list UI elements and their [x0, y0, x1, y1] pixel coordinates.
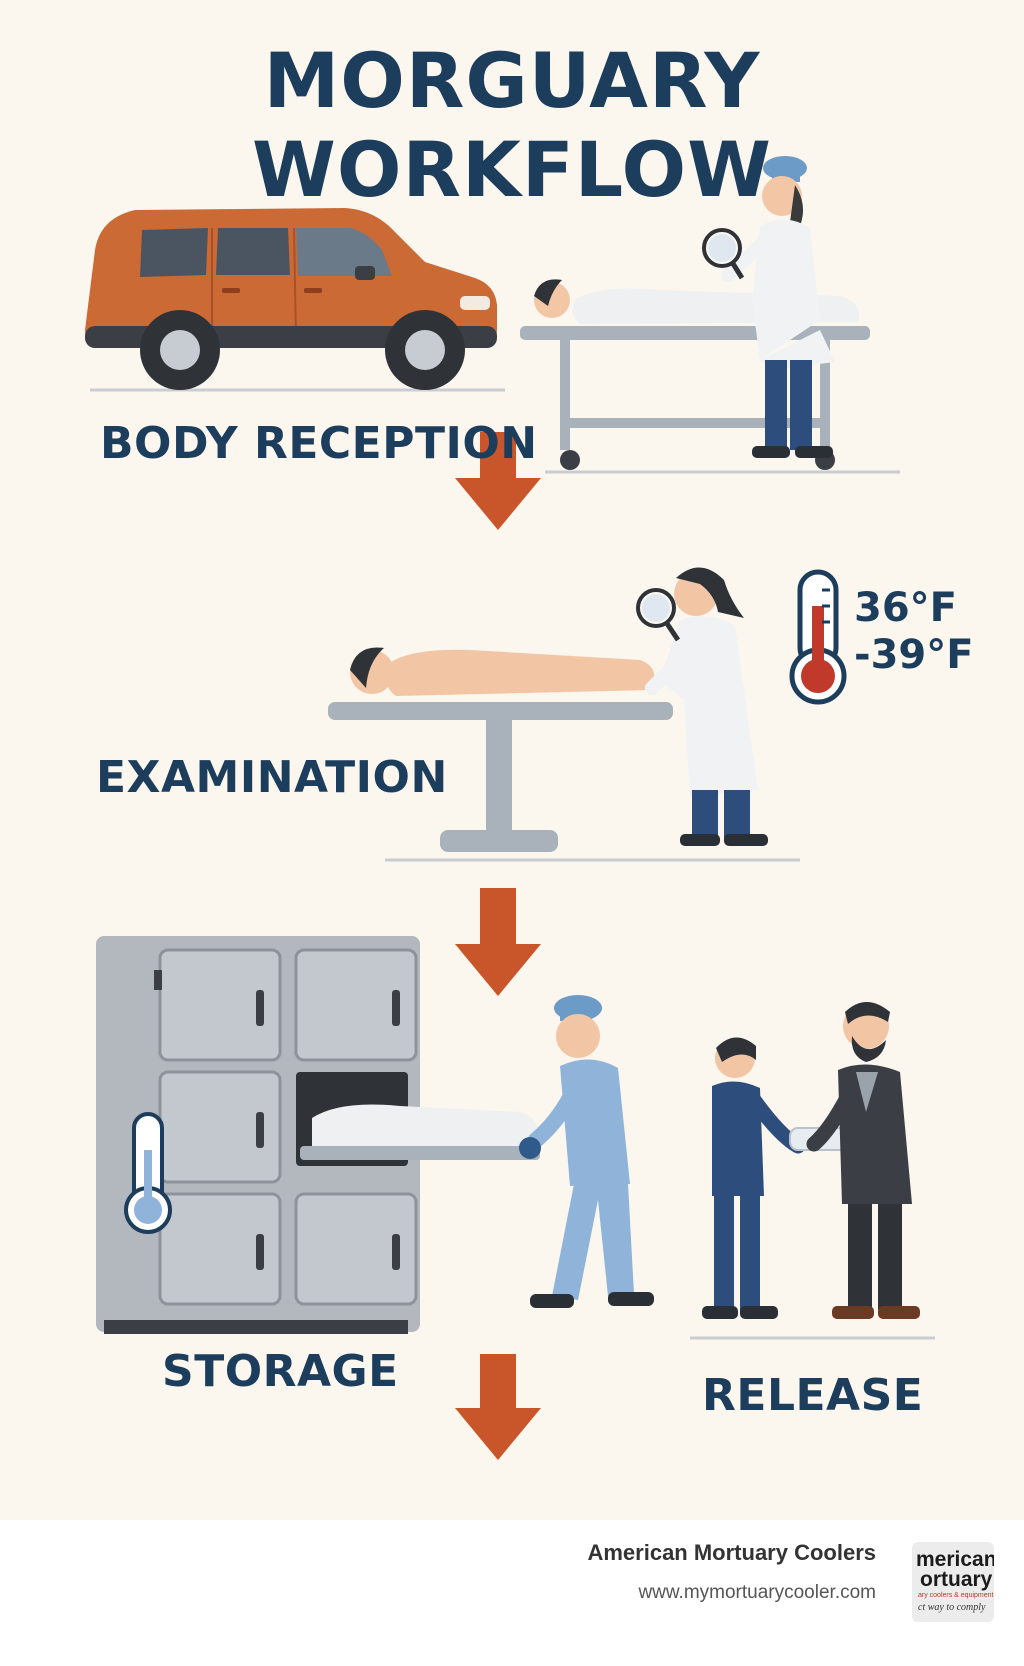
temperature-high: 36°F	[854, 585, 957, 631]
flow-arrow-3	[455, 1354, 541, 1460]
logo-line-2: ortuary	[920, 1568, 993, 1591]
workflow-illustration	[85, 156, 935, 1460]
thermometer-icon	[789, 569, 847, 705]
step-storage: STORAGE	[162, 1346, 399, 1397]
temperature-low: -39°F	[854, 632, 974, 678]
step-body-reception: BODY RECEPTION	[100, 418, 538, 469]
logo-line-3: ary coolers & equipment	[918, 1592, 994, 1599]
step-release: RELEASE	[702, 1370, 924, 1421]
flow-arrow-1	[455, 432, 541, 530]
examination-table-illustration	[328, 567, 800, 862]
step-examination: EXAMINATION	[96, 752, 448, 803]
storage-worker-illustration	[519, 995, 654, 1308]
page-title: MORGUARY WORKFLOW	[252, 36, 772, 214]
storage-thermometer-icon	[124, 1112, 172, 1234]
reception-gurney-illustration	[520, 156, 900, 474]
brand-url[interactable]: www.mymortuarycooler.com	[638, 1582, 876, 1603]
logo-line-4: ct way to comply	[918, 1602, 986, 1613]
transport-vehicle-illustration	[85, 208, 505, 392]
footer	[0, 1520, 1024, 1666]
logo-line-1: merican	[916, 1548, 994, 1571]
release-handover-illustration	[690, 1002, 935, 1340]
brand-logo: merican ortuary ary coolers & equipment …	[912, 1542, 994, 1622]
brand-name: American Mortuary Coolers	[587, 1540, 876, 1565]
mortuary-cooler-illustration	[96, 936, 540, 1334]
flow-arrow-2	[455, 888, 541, 996]
